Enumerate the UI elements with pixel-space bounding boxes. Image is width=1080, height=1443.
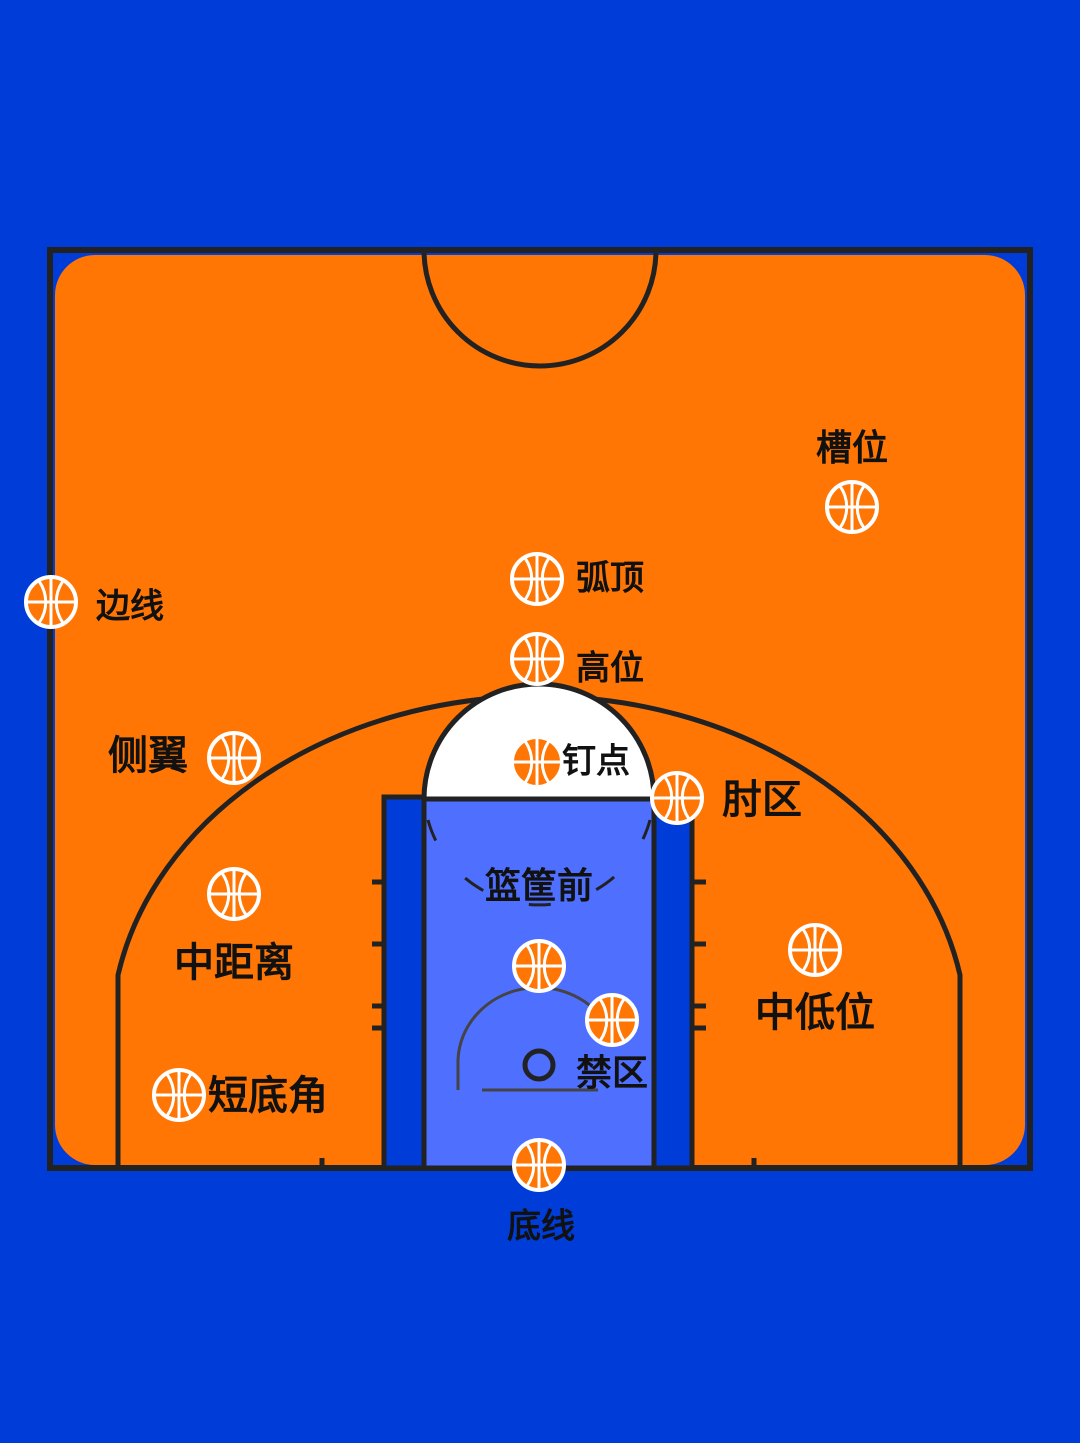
position-label-sideline: 边线 (96, 587, 164, 627)
position-label-high-post: 高位 (576, 649, 644, 689)
basketball-icon (650, 771, 704, 825)
lane-hash-marks (319, 879, 757, 1168)
position-label-mid-range: 中距离 (174, 940, 294, 986)
basketball-icon (152, 1068, 206, 1122)
position-label-front-of-rim: 篮筐前 (485, 866, 593, 907)
basketball-icon (788, 923, 842, 977)
position-label-elbow: 肘区 (722, 777, 802, 823)
position-label-slot: 槽位 (816, 428, 888, 469)
lane-left-strip (381, 794, 427, 1171)
basketball-icon (510, 632, 564, 686)
position-label-baseline: 底线 (507, 1207, 575, 1247)
free-throw-circle-dashed (426, 819, 652, 907)
center-circle (421, 249, 659, 369)
position-label-nail: 钉点 (562, 742, 630, 782)
position-label-top-of-key: 弧顶 (576, 559, 644, 599)
position-label-short-corner: 短底角 (208, 1073, 328, 1119)
basketball-icon (825, 480, 879, 534)
position-label-wing: 侧翼 (108, 733, 188, 779)
position-label-mid-low-post: 中低位 (755, 990, 875, 1036)
basketball-icon (510, 552, 564, 606)
basketball-icon (24, 575, 78, 629)
basketball-icon (207, 731, 261, 785)
basketball-icon (207, 867, 261, 921)
position-label-paint: 禁区 (576, 1053, 648, 1094)
rim (522, 1048, 556, 1082)
basketball-icon (510, 735, 564, 789)
basketball-icon (585, 993, 639, 1047)
basketball-icon (512, 939, 566, 993)
basketball-icon (512, 1138, 566, 1192)
lane-right-strip (651, 794, 695, 1171)
